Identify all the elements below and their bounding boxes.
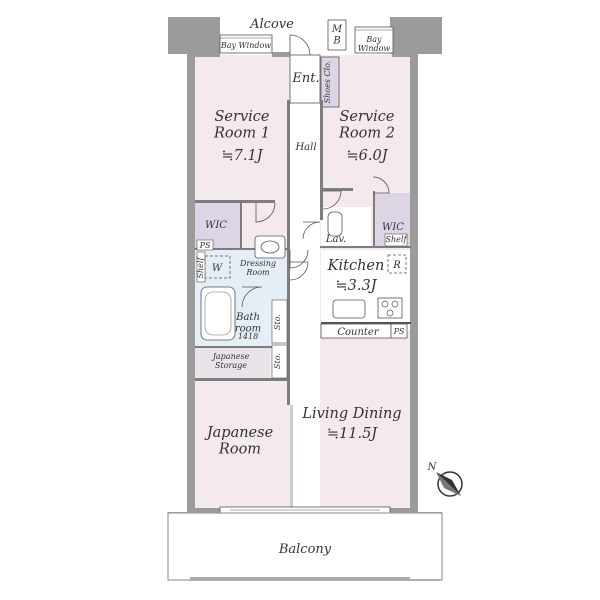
shelf-left-label: Shelf (196, 256, 205, 279)
living-dining-area: ≒11.5J (327, 426, 378, 442)
entrance-floor (289, 54, 321, 104)
japanese-storage-fill (195, 348, 270, 378)
service-room-2-area: ≒6.0J (346, 148, 388, 164)
shelf-left-box (196, 251, 206, 283)
door-lav (302, 221, 321, 240)
door-service-room-2 (322, 190, 342, 210)
refrigerator-space (387, 254, 407, 274)
wall-top-mid (272, 52, 290, 57)
washbasin (254, 235, 286, 259)
shelf-right-box (384, 233, 408, 247)
door-ld (289, 261, 309, 281)
sto-2-label: Sto. (273, 353, 282, 369)
ps-left-label: PS (199, 241, 211, 250)
wall-top-left (195, 52, 220, 57)
wall-top-right (392, 52, 410, 57)
hall-floor (290, 55, 320, 510)
door-dressing (289, 249, 309, 269)
ent-label: Ent. (291, 71, 319, 86)
bath-size-label: 1418 (238, 332, 258, 341)
storage-2 (271, 344, 288, 379)
wall-outer-right (410, 52, 418, 514)
service-room-1-area: ≒7.1J (221, 148, 263, 164)
w-mark: W (212, 263, 223, 274)
meter-box (327, 19, 347, 51)
balcony-slab (167, 512, 443, 581)
cooktop (377, 297, 403, 319)
shelf-right-label: Shelf (386, 235, 409, 244)
column-top-right (390, 17, 442, 54)
ps-left-box (196, 239, 214, 251)
kitchen-area: ≒3.3J (335, 278, 377, 294)
sto-1-label: Sto. (273, 314, 282, 330)
storage-1 (271, 299, 288, 344)
door-service-room-1 (255, 202, 276, 223)
kitchen-sink (332, 299, 366, 319)
entrance-door (289, 34, 311, 56)
bay-window-left (219, 34, 273, 54)
column-top-left (168, 17, 220, 54)
north-compass (436, 471, 463, 497)
bay-window-right (354, 26, 394, 54)
wall-outer-left (187, 52, 195, 514)
lav-label: Lav. (325, 234, 346, 245)
kitchen-label: Kitchen (327, 258, 385, 274)
north-label: N (427, 462, 438, 473)
shoes-closet (320, 56, 340, 108)
wic-right-label: WIC (382, 222, 404, 233)
hall-label: Hall (294, 142, 316, 153)
toilet (327, 211, 343, 237)
door-bath (241, 286, 263, 308)
ps-right-label: PS (393, 327, 405, 336)
r-mark: R (392, 260, 401, 271)
bay-window-left-label: Bay Window (220, 41, 271, 50)
door-wic-right (372, 176, 390, 194)
shoes-clo-label: Shoes Clo. (323, 61, 332, 104)
ps-right-box (390, 323, 408, 339)
living-dining-label: Living Dining (301, 406, 401, 422)
alcove-label: Alcove (249, 17, 294, 32)
bathtub (200, 286, 236, 341)
counter-label: Counter (337, 327, 379, 338)
balcony-label: Balcony (278, 542, 332, 557)
wic-left-label: WIC (205, 220, 227, 231)
